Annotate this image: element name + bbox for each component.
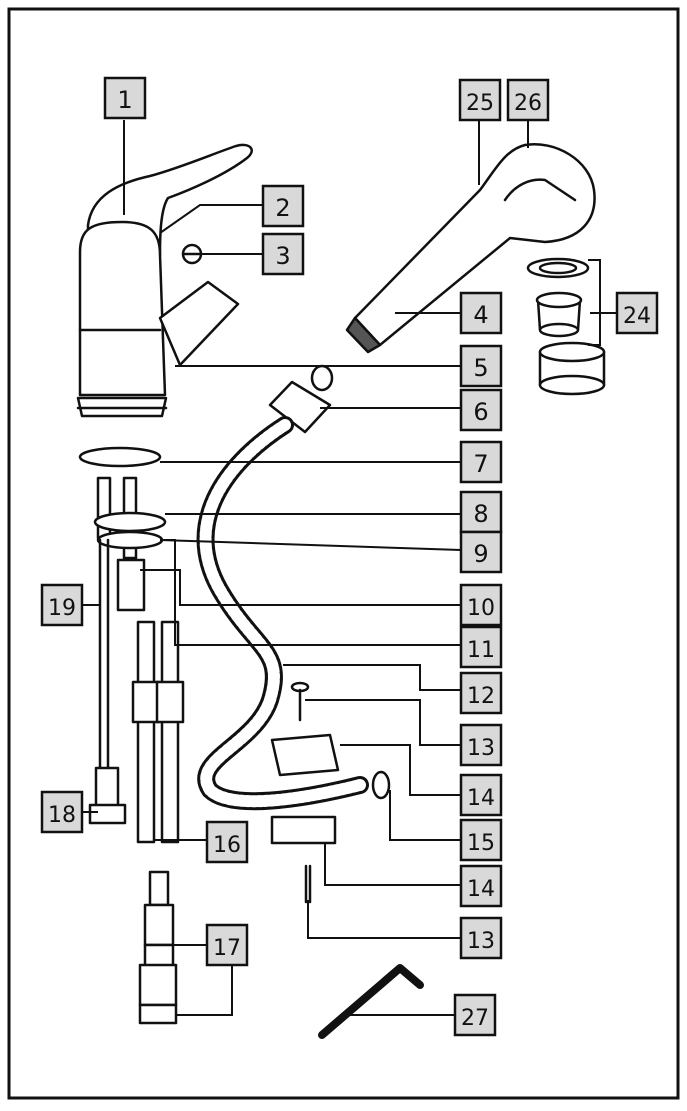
callout-13a-text: 13: [467, 736, 495, 761]
screw-13-top: [290, 681, 310, 722]
mounting-hardware: [93, 476, 167, 612]
adapter-17: [138, 870, 178, 1025]
callout-3-text: 3: [275, 242, 290, 270]
pullout-spray-head: [345, 142, 596, 354]
callout-27: 27: [453, 993, 497, 1037]
callout-11-text: 11: [467, 638, 495, 663]
fitting-18: [88, 803, 127, 825]
callout-3: 3: [261, 232, 305, 276]
callout-7: 7: [459, 440, 503, 484]
callout-16-text: 16: [213, 833, 241, 858]
supply-hoses-16: [131, 620, 185, 844]
callout-15-text: 15: [467, 831, 495, 856]
callout-7-text: 7: [473, 450, 488, 478]
callout-16: 16: [205, 820, 249, 864]
callout-14a: 14: [459, 773, 503, 817]
callout-19-text: 19: [48, 596, 76, 621]
callout-25-text: 25: [466, 91, 494, 116]
leader-lines: [83, 120, 617, 1016]
callout-24: 24: [615, 291, 659, 335]
callout-13b-text: 13: [467, 929, 495, 954]
callout-2: 2: [261, 184, 305, 228]
callout-18-text: 18: [48, 803, 76, 828]
callout-8: 8: [459, 490, 503, 534]
callout-13a: 13: [459, 723, 503, 767]
callout-15: 15: [459, 818, 503, 862]
faucet-body: [76, 143, 253, 418]
callout-17: 17: [205, 923, 249, 967]
callout-labels: 1 2 3 4 5 6 7 8 9 10 11 12 13 14 15 14 1…: [40, 76, 659, 1037]
callout-12: 12: [459, 671, 503, 715]
callout-18: 18: [40, 790, 84, 834]
callout-19: 19: [40, 583, 84, 627]
callout-5-text: 5: [473, 354, 488, 382]
o-ring: [78, 446, 162, 468]
callout-8-text: 8: [473, 500, 488, 528]
callout-4: 4: [459, 291, 503, 335]
callout-14b-text: 14: [467, 877, 495, 902]
callout-9-text: 9: [473, 540, 488, 568]
callout-10-text: 10: [467, 596, 495, 621]
weight-14-top: [270, 733, 340, 777]
callout-26-text: 26: [514, 91, 542, 116]
hex-key: [318, 964, 424, 1039]
clip-15: [371, 770, 391, 800]
callout-17-text: 17: [213, 936, 241, 961]
callout-27-text: 27: [461, 1006, 489, 1031]
callout-4-text: 4: [473, 301, 488, 329]
callout-13b: 13: [459, 916, 503, 960]
callout-5: 5: [459, 344, 503, 388]
callout-6: 6: [459, 388, 503, 432]
callout-12-text: 12: [467, 684, 495, 709]
callout-26: 26: [506, 78, 550, 122]
weight-14-bottom: [270, 815, 337, 845]
callout-24-text: 24: [623, 304, 651, 329]
part-3-button: [181, 243, 203, 265]
callout-25: 25: [458, 78, 502, 122]
callout-11: 11: [459, 625, 503, 669]
callout-6-text: 6: [473, 398, 488, 426]
aerator-parts: [526, 257, 606, 396]
callout-10: 10: [459, 583, 503, 627]
callout-1-text: 1: [117, 86, 132, 114]
callout-2-text: 2: [275, 194, 290, 222]
callout-9: 9: [459, 530, 503, 574]
callout-1: 1: [103, 76, 147, 120]
callout-14b: 14: [459, 864, 503, 908]
screw-13-bottom: [304, 864, 312, 904]
callout-14a-text: 14: [467, 786, 495, 811]
supply-line-19: [94, 538, 120, 810]
